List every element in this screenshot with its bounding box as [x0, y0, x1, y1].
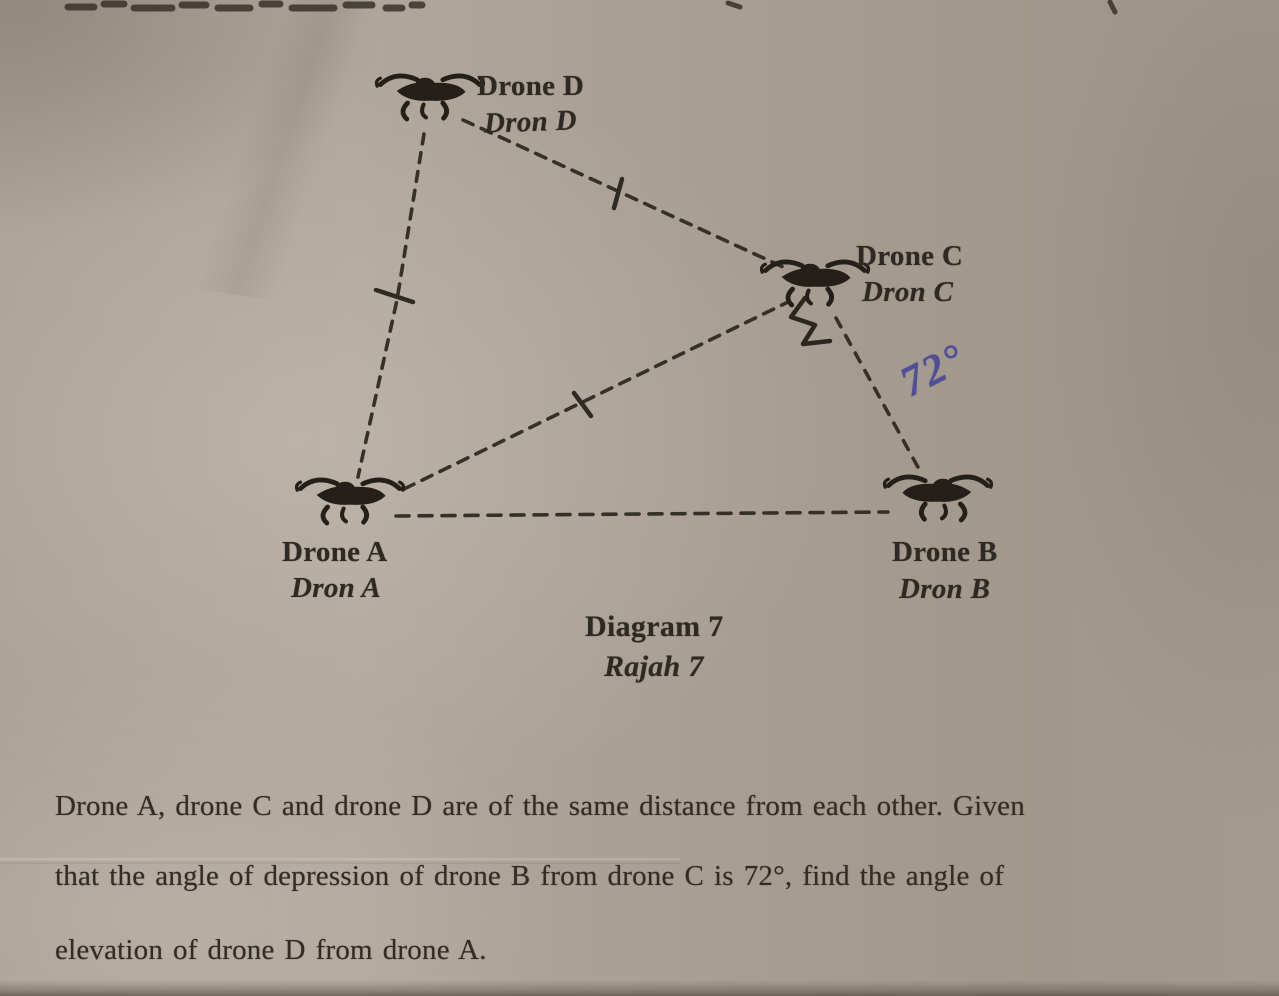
drone-d-label: Drone D — [477, 70, 585, 102]
equal-tick-ac — [571, 390, 594, 419]
question-text-line-3: elevation of drone D from drone A. — [55, 934, 487, 966]
drone-d-icon — [376, 76, 483, 119]
drone-a-label-malay: Dron A — [291, 572, 382, 604]
edge-a-c — [402, 301, 788, 491]
drone-d-label-malay: Dron D — [483, 104, 578, 140]
drone-b-icon — [884, 477, 991, 520]
edge-d-a — [356, 132, 426, 479]
question-text-line-2: that the angle of depression of drone B … — [55, 860, 1005, 892]
drone-a-label: Drone A — [282, 536, 388, 568]
angle-mark-at-c — [788, 295, 833, 347]
drone-a-icon — [296, 480, 403, 523]
drone-b-label: Drone B — [892, 536, 998, 568]
drone-c-label-malay: Dron C — [862, 276, 954, 308]
edge-d-c — [461, 118, 785, 269]
equal-tick-dc — [611, 176, 625, 211]
edge-a-b — [394, 510, 890, 518]
drone-c-label: Drone C — [856, 240, 964, 272]
question-text-line-1: Drone A, drone C and drone D are of the … — [55, 790, 1025, 822]
edge-c-b — [834, 316, 921, 471]
drone-c-icon — [761, 262, 868, 305]
equal-tick-da — [373, 287, 416, 305]
cropped-text-remnant — [64, 0, 1118, 15]
diagram-caption-malay: Rajah 7 — [604, 650, 704, 683]
drone-b-label-malay: Dron B — [899, 573, 991, 605]
diagram-caption: Diagram 7 — [585, 610, 724, 643]
